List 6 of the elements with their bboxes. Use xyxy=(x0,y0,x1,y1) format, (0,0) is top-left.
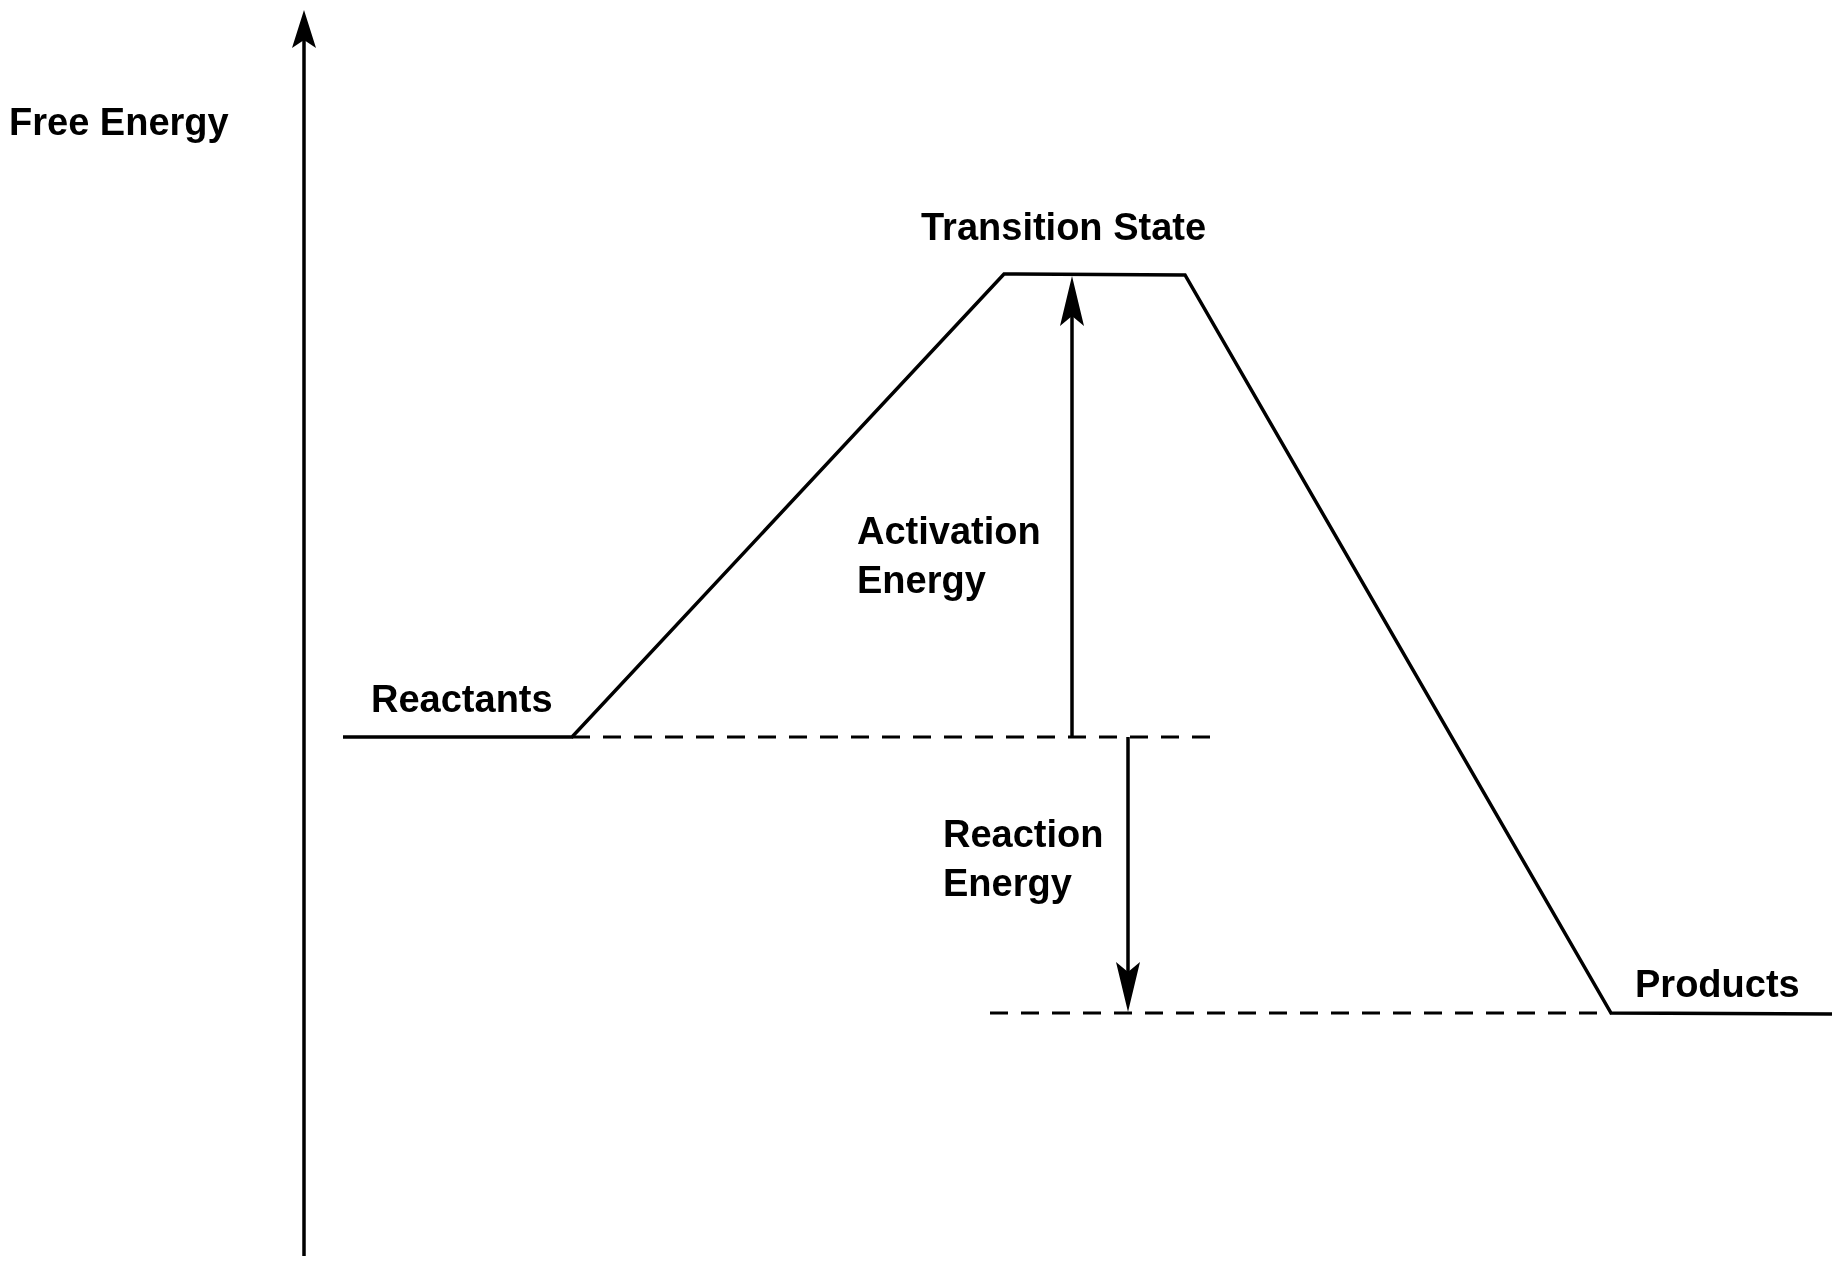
level-label: Reactants xyxy=(371,677,553,722)
measure-label: Activation Energy xyxy=(857,509,1042,603)
level-label: Products xyxy=(1635,962,1800,1007)
axis-label: Free Energy xyxy=(9,100,229,145)
measure-label: Reaction Energy xyxy=(943,812,1105,906)
peak-label: Transition State xyxy=(921,205,1207,250)
